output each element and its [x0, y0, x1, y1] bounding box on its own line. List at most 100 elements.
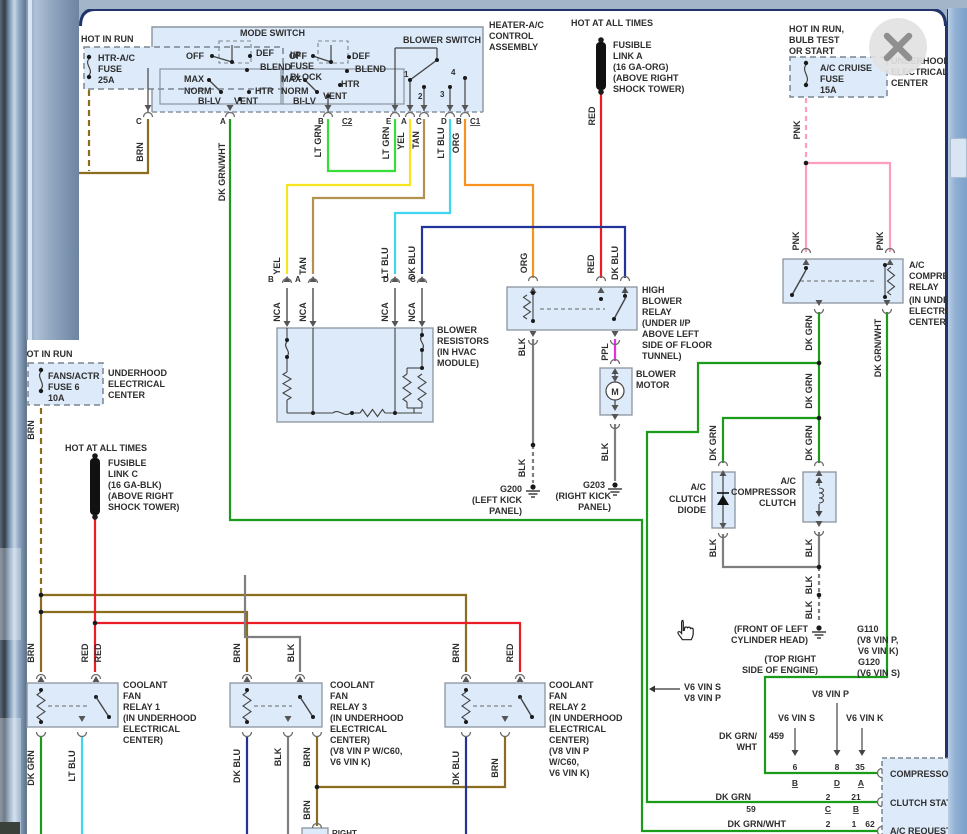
- vertical-scrollbar[interactable]: [948, 8, 967, 834]
- ms-l-def: DEF: [256, 48, 275, 58]
- conn-c3: C: [416, 117, 422, 126]
- wl-brn-3: BRN: [26, 420, 36, 440]
- wl-brn-2: BRN: [135, 142, 145, 162]
- clutch-2: COMPRESSOR: [731, 487, 797, 497]
- wl-pnk-3: PNK: [875, 231, 885, 251]
- wl-pnk-1: PNK: [792, 120, 802, 140]
- wl-red-1: RED: [587, 106, 597, 126]
- link-c-3: (16 GA-BLK): [108, 480, 162, 490]
- conn-c2: C2: [342, 117, 353, 126]
- conn-res-c: C: [410, 275, 416, 284]
- hot-in-run-fans: HOT IN RUN: [20, 349, 73, 359]
- ip-fuse-block-1: I/P: [290, 50, 301, 60]
- link-a-3: (16 GA-ORG): [613, 62, 669, 72]
- wl-blk-7: BLK: [804, 600, 814, 619]
- wl-dkgrn-1: DK GRN: [804, 315, 814, 351]
- resistors-2: RESISTORS: [437, 336, 489, 346]
- relay3-5: ELECTRICAL: [330, 724, 387, 734]
- wl-tan-2: TAN: [298, 257, 308, 275]
- wl-yel-1: YEL: [396, 132, 406, 150]
- link-a-4: (ABOVE RIGHT: [613, 73, 679, 83]
- wl-blk-6: BLK: [804, 575, 814, 594]
- blower-switch-title: BLOWER SWITCH: [403, 35, 481, 45]
- wl-brn-6: BRN: [451, 643, 461, 663]
- scrollbar-thumb[interactable]: [950, 138, 967, 178]
- g110-6: (V8 VIN P,: [857, 635, 898, 645]
- conn-b1: B: [318, 117, 324, 126]
- fans-fuse-2: FUSE 6: [48, 382, 80, 392]
- relay2-5: ELECTRICAL: [549, 724, 606, 734]
- wl-blk-2: BLK: [517, 458, 527, 477]
- wl-blk-1: BLK: [517, 337, 527, 356]
- wl-blk-4: BLK: [708, 538, 718, 557]
- wl-brn-9: BRN: [302, 800, 312, 820]
- bs-pos-4: 4: [451, 68, 456, 77]
- ms-r-vent: VENT: [323, 91, 348, 101]
- bottom-conn-label: RIGHT: [332, 829, 357, 834]
- clutch-1: A/C: [781, 476, 797, 486]
- dkgrnwht-split-2: WHT: [737, 742, 758, 752]
- ms-r-max: MAX: [281, 74, 301, 84]
- wl-ltgrn-2: LT GRN: [381, 127, 391, 160]
- hbrelay-7: TUNNEL): [642, 351, 682, 361]
- chrome-stripe: [28, 0, 32, 340]
- vin-s: V6 VIN S: [778, 713, 815, 723]
- wl-dkgrn-5: DK GRN: [26, 750, 36, 786]
- diode-2: CLUTCH: [669, 494, 706, 504]
- vin-p: V8 VIN P: [812, 689, 849, 699]
- relay3-6: CENTER): [330, 735, 370, 745]
- link-a-2: LINK A: [613, 51, 643, 61]
- pin-6: 6: [793, 762, 798, 772]
- conn-res-b: B: [268, 275, 274, 284]
- wl-dkgrnwht-1: DK GRN/WHT: [217, 142, 227, 201]
- acrelay-6: CENTER): [909, 317, 949, 327]
- chrome-highlight: [0, 718, 21, 834]
- pin-c: C: [825, 804, 831, 814]
- pin-b1: B: [792, 778, 798, 788]
- wl-red-3: RED: [80, 643, 90, 663]
- g110-1: (FRONT OF LEFT: [734, 624, 808, 634]
- wl-dkgrn-4: DK GRN: [804, 425, 814, 461]
- vin-k: V6 VIN K: [846, 713, 884, 723]
- hot-run-bulb-2: BULB TEST: [789, 35, 840, 45]
- pin-a1: A: [858, 778, 864, 788]
- row-59: 59: [746, 804, 756, 814]
- row-1: 1: [852, 819, 857, 829]
- wl-blk-9: BLK: [273, 747, 283, 766]
- g110-4: SIDE OF ENGINE): [742, 665, 818, 675]
- wl-dkblu-2: DK BLU: [610, 246, 620, 280]
- wl-nca-4: NCA: [407, 302, 417, 322]
- conn-a2: A: [401, 117, 407, 126]
- row-2a: 2: [826, 792, 831, 802]
- relay2-6: CENTER): [549, 735, 589, 745]
- acrelay-5: ELECTRICAL: [909, 306, 966, 316]
- diode-3: DIODE: [677, 505, 706, 515]
- relay3-3: RELAY 3: [330, 702, 367, 712]
- wl-brn-7: BRN: [302, 747, 312, 767]
- wl-dkblu-3: DK BLU: [232, 749, 242, 783]
- left-window-chrome-upper: [26, 0, 79, 340]
- ms-r-htr: HTR: [341, 79, 360, 89]
- dkgrnwht-split-1: DK GRN/: [719, 731, 757, 741]
- cruise-fuse-3: 15A: [820, 85, 837, 95]
- wl-blk-3: BLK: [600, 442, 610, 461]
- ms-r-norm: NORM: [281, 86, 309, 96]
- close-button[interactable]: [869, 18, 927, 76]
- link-c-2: LINK C: [108, 469, 138, 479]
- close-icon: [883, 32, 913, 62]
- ms-l-norm: NORM: [184, 86, 212, 96]
- relay3-2: FAN: [330, 691, 348, 701]
- resistors-3: (IN HVAC: [437, 347, 477, 357]
- hot-all-times-a: HOT AT ALL TIMES: [571, 18, 653, 28]
- wl-red-5: RED: [505, 643, 515, 663]
- uec-left-3: CENTER: [108, 390, 146, 400]
- chrome-notch: [0, 822, 20, 834]
- wl-org-2: ORG: [519, 253, 529, 274]
- g110-2: CYLINDER HEAD): [731, 635, 808, 645]
- wl-dkgrn-2: DK GRN: [804, 373, 814, 409]
- link-c-4: (ABOVE RIGHT: [108, 491, 174, 501]
- bs-pos-2: 2: [418, 92, 423, 101]
- bs-pos-3: 3: [440, 90, 445, 99]
- wl-brn-5: BRN: [232, 643, 242, 663]
- wl-yel-2: YEL: [272, 257, 282, 275]
